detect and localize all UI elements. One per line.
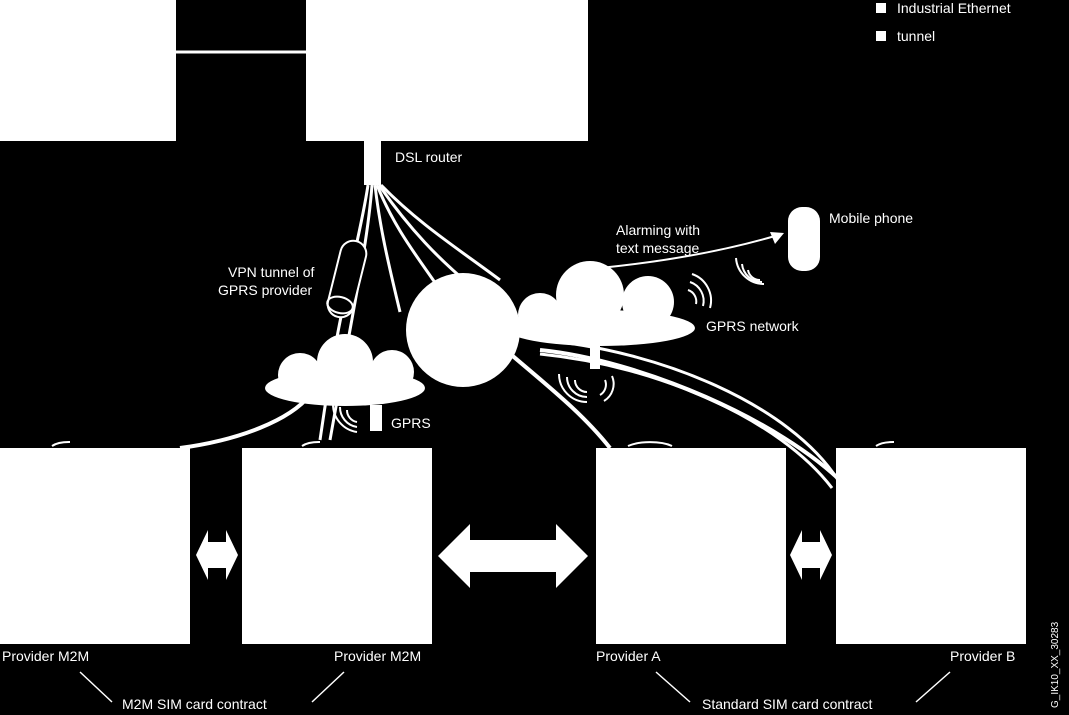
gprs-network-label: GPRS network: [706, 318, 799, 334]
roaming-arrow-center: [438, 524, 588, 588]
square-swatch-icon: [876, 31, 886, 41]
server-box: [306, 0, 588, 141]
vpn-tunnel-icon: [326, 239, 368, 319]
vpn-label-line1: VPN tunnel of: [228, 264, 315, 280]
roaming-arrow-standard: [790, 530, 832, 580]
provider-m2m-right-box: [242, 448, 432, 644]
gprs-antenna-right-icon: [590, 345, 600, 369]
dsl-router-label: DSL router: [395, 149, 463, 165]
dsl-router-icon: [364, 141, 381, 185]
legend-label: Industrial Ethernet: [897, 0, 1011, 16]
standard-contract-label: Standard SIM card contract: [702, 696, 873, 712]
mobile-phone-icon: [788, 207, 820, 271]
provider-m2m-left-box: [0, 448, 190, 644]
m2m-contract-label: M2M SIM card contract: [122, 696, 267, 712]
provider-a-box: [596, 448, 786, 644]
legend-label: tunnel: [897, 28, 936, 44]
provider-a-label: Provider A: [596, 648, 661, 664]
gprs-antenna-icon: [370, 405, 382, 431]
provider-m2m-left-label: Provider M2M: [2, 648, 90, 664]
mobile-phone-label: Mobile phone: [829, 210, 914, 226]
radio-waves-icon: [331, 403, 358, 433]
tunnel-to-provider-b: [539, 338, 840, 489]
radio-waves-phone-icon: [735, 257, 765, 286]
box-antenna-arcs: [51, 440, 895, 447]
provider-m2m-right-label: Provider M2M: [334, 648, 422, 664]
alarming-label-line2: text message: [616, 240, 700, 256]
radio-waves-gprs-network-icon: [687, 273, 713, 309]
radio-waves-right-icon: [558, 373, 615, 403]
roaming-arrow-m2m: [196, 530, 238, 580]
alarm-arrow: [599, 235, 776, 269]
alarming-label-line1: Alarming with: [616, 222, 701, 238]
control-center-box: [0, 0, 176, 141]
gprs-cloud-right-icon: [505, 261, 695, 346]
alarm-arrow-head: [770, 232, 784, 244]
gprs-cloud-center-icon: [406, 273, 520, 387]
legend-item-industrial-ethernet: Industrial Ethernet: [876, 0, 1011, 17]
square-swatch-icon: [876, 3, 886, 13]
gprs-cloud-left-icon: [265, 334, 425, 406]
document-id: G_IK10_XX_30283: [1050, 621, 1061, 708]
provider-b-label: Provider B: [950, 648, 1016, 664]
contract-bracket-lines: [79, 671, 951, 703]
provider-b-box: [836, 448, 1026, 644]
gprs-label: GPRS: [391, 415, 431, 431]
legend-item-tunnel: tunnel: [876, 28, 935, 45]
vpn-label-line2: GPRS provider: [218, 282, 313, 298]
